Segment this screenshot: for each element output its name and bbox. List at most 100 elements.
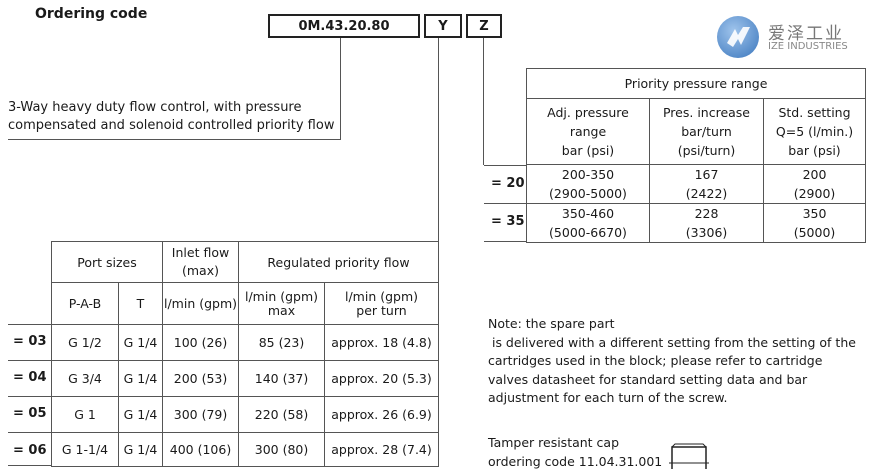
- table-row: 200-350(2900-5000) 167(2422) 200(2900): [526, 164, 866, 204]
- description-line-2: compensated and solenoid controlled prio…: [8, 118, 335, 133]
- note-line: valves datasheet for standard setting da…: [488, 371, 808, 387]
- connector-main-v: [340, 38, 341, 139]
- priority-header-adj: Adj. pressure range bar (psi): [526, 98, 650, 165]
- table-cell: G 1/4: [118, 432, 163, 467]
- table-cell: G 1/4: [118, 396, 163, 433]
- inlet-flow-header: Inlet flow (max): [162, 241, 239, 283]
- table-row: G 3/4 G 1/4 200 (53) 140 (37) approx. 20…: [51, 360, 439, 397]
- table-cell: 140 (37): [238, 360, 325, 397]
- cell-text: (5000-6670): [549, 225, 627, 240]
- page-heading: Ordering code: [35, 6, 148, 22]
- table-cell: 85 (23): [238, 324, 325, 361]
- table-cell: 228(3306): [649, 203, 764, 243]
- table-cell: 350-460 (5000-6670): [526, 203, 650, 243]
- header-text: l/min (gpm): [244, 288, 319, 304]
- regulated-flow-header: Regulated priority flow: [238, 241, 439, 283]
- flow-row-rule: [8, 396, 51, 397]
- logo-emblem-icon: [717, 16, 759, 58]
- table-cell: G 1-1/4: [51, 432, 119, 467]
- note-line: is delivered with a different setting fr…: [488, 334, 856, 350]
- table-cell: 350 (5000): [763, 203, 866, 243]
- priority-title-cell: Priority pressure range: [526, 68, 866, 99]
- code-y-box: Y: [424, 14, 462, 38]
- table-cell: approx. 18 (4.8): [324, 324, 439, 361]
- header-text: Inlet flow: [171, 245, 230, 260]
- priority-header-std: Std. setting Q=5 (l/min.) bar (psi): [763, 98, 866, 165]
- header-text: max: [267, 302, 296, 318]
- header-text: per turn: [356, 302, 407, 318]
- priority-row-label: = 20: [491, 176, 525, 191]
- logo-text-en: IZE INDUSTRIES: [768, 41, 848, 52]
- table-cell: G 1/2: [51, 324, 119, 361]
- cap-drawing-icon: [665, 441, 713, 469]
- note-line: cartridges used in the block; please ref…: [488, 353, 823, 368]
- cell-text: 228: [694, 206, 719, 221]
- flow-row-rule: [8, 360, 51, 361]
- max-header: l/min (gpm) max: [238, 282, 325, 325]
- code-z-text: Z: [479, 18, 489, 34]
- table-cell: G 1/4: [118, 360, 163, 397]
- note-line: Note: the spare part: [488, 316, 615, 331]
- company-logo: [716, 15, 760, 59]
- priority-row-label: = 35: [491, 214, 525, 229]
- product-description: 3-Way heavy duty flow control, with pres…: [8, 99, 334, 135]
- table-cell: 167(2422): [649, 164, 764, 204]
- priority-title: Priority pressure range: [624, 76, 768, 91]
- table-cell: 220 (58): [238, 396, 325, 433]
- header-text: bar (psi): [561, 143, 615, 158]
- cap-ordering-code: ordering code 11.04.31.001: [488, 453, 663, 469]
- cell-text: 350-460: [561, 206, 615, 221]
- header-text: range: [569, 124, 607, 139]
- flow-row-label: = 03: [13, 334, 47, 349]
- flow-row-rule: [8, 432, 51, 433]
- flow-row-rule: [8, 465, 51, 466]
- header-text: bar/turn: [681, 124, 732, 139]
- priority-row-rule-bottom: [484, 241, 526, 242]
- header-text: Adj. pressure: [547, 105, 629, 120]
- t-header: T: [118, 282, 163, 325]
- priority-row-rule-top: [484, 165, 526, 166]
- table-cell: 300 (80): [238, 432, 325, 467]
- per-turn-header: l/min (gpm) per turn: [324, 282, 439, 325]
- code-main-text: 0M.43.20.80: [298, 18, 390, 34]
- connector-z-v: [483, 38, 484, 165]
- header-text: Pres. increase: [662, 105, 751, 120]
- header-text: Regulated priority flow: [267, 254, 410, 270]
- pab-header: P-A-B: [51, 282, 119, 325]
- code-main-box: 0M.43.20.80: [268, 14, 420, 38]
- header-text: Std. setting: [778, 105, 851, 120]
- flow-row-rule: [8, 324, 51, 325]
- table-row: G 1/2 G 1/4 100 (26) 85 (23) approx. 18 …: [51, 324, 439, 361]
- header-text: l/min (gpm): [344, 288, 419, 304]
- flow-row-label: = 06: [13, 443, 47, 458]
- header-text: bar (psi): [788, 143, 841, 158]
- header-text: (max): [182, 263, 219, 278]
- header-text: T: [136, 296, 145, 311]
- code-z-box: Z: [466, 14, 502, 38]
- cell-text: (2422): [685, 186, 728, 201]
- table-cell: 100 (26): [162, 324, 239, 361]
- header-text: P-A-B: [68, 296, 102, 311]
- priority-pressure-table: Priority pressure range Adj. pressure ra…: [526, 68, 866, 243]
- cell-text: (5000): [793, 225, 836, 240]
- flow-row-label: = 04: [13, 370, 47, 385]
- table-cell: G 1: [51, 396, 119, 433]
- header-text: l/min (gpm): [163, 296, 238, 311]
- table-row: G 1 G 1/4 300 (79) 220 (58) approx. 26 (…: [51, 396, 439, 433]
- table-cell: 300 (79): [162, 396, 239, 433]
- port-sizes-header: Port sizes: [51, 241, 163, 283]
- inlet-unit-header: l/min (gpm): [162, 282, 239, 325]
- table-cell: 400 (106): [162, 432, 239, 467]
- cell-text: (2900-5000): [549, 186, 627, 201]
- cap-title: Tamper resistant cap: [488, 435, 620, 450]
- cell-text: (2900): [793, 186, 836, 201]
- connector-y-v: [438, 38, 439, 242]
- connector-main-h: [8, 139, 341, 140]
- priority-header-increase: Pres. increase bar/turn (psi/turn): [649, 98, 764, 165]
- table-cell: approx. 20 (5.3): [324, 360, 439, 397]
- header-text: Q=5 (l/min.): [775, 124, 854, 139]
- cell-text: 350: [802, 206, 827, 221]
- cell-text: 200-350: [561, 167, 615, 182]
- header-text: (psi/turn): [677, 143, 736, 158]
- table-row: 350-460 (5000-6670) 228(3306) 350 (5000): [526, 203, 866, 243]
